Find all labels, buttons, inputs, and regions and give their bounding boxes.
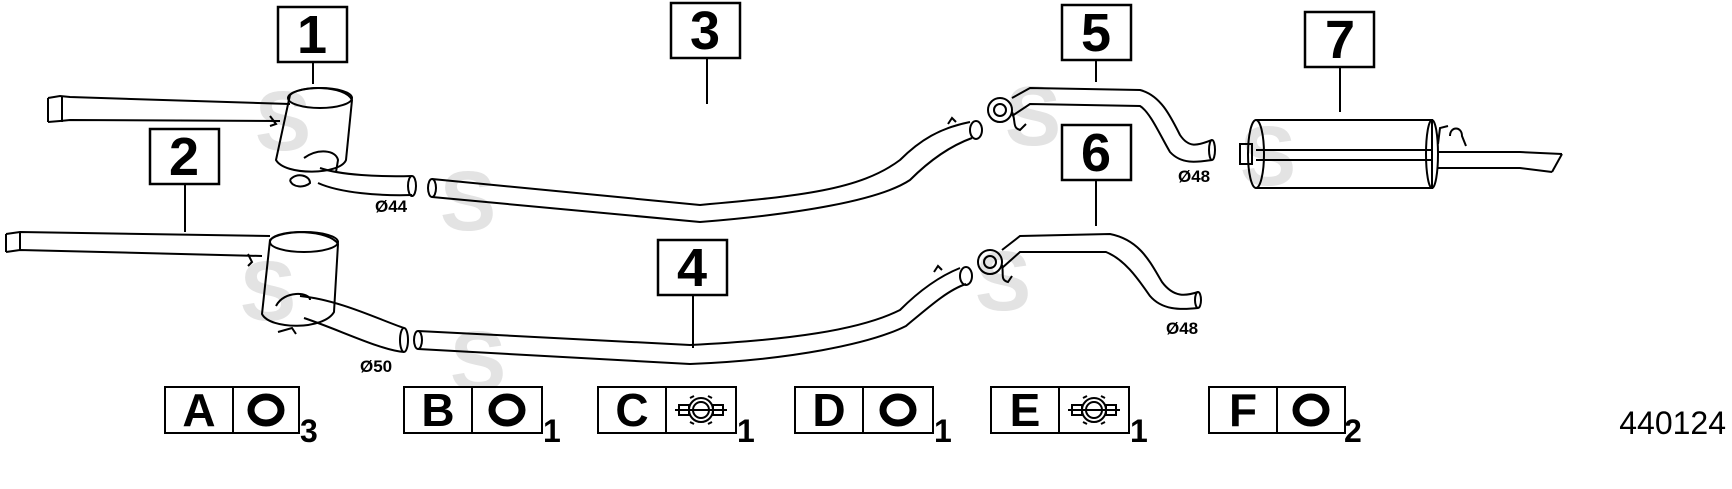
diameter-labels: Ø44 Ø50 Ø48 Ø48 bbox=[360, 167, 1210, 376]
kit-e: E 1 bbox=[990, 384, 1148, 449]
callout-number: 5 bbox=[1081, 3, 1111, 63]
callout-1: 1 bbox=[276, 5, 349, 65]
callout-4: 4 bbox=[656, 238, 729, 298]
kit-b: B 1 bbox=[403, 384, 561, 449]
diameter-label-part-2: Ø50 bbox=[360, 357, 392, 376]
kit-c: C 1 bbox=[597, 384, 755, 449]
kit-letter: F bbox=[1229, 384, 1257, 436]
callout-7: 7 bbox=[1303, 10, 1376, 70]
callout-3: 3 bbox=[669, 1, 742, 61]
kit-letter: E bbox=[1010, 384, 1041, 436]
part-5-rear-pipe bbox=[987, 86, 1216, 163]
part-7-rear-silencer bbox=[1239, 119, 1563, 189]
kit-quantity: 1 bbox=[1130, 413, 1148, 449]
ring-seal-icon bbox=[247, 393, 285, 427]
kit-d: D 1 bbox=[794, 384, 952, 449]
kit-quantity: 3 bbox=[300, 413, 318, 449]
part-2-front-pipe-silencer bbox=[5, 230, 409, 353]
leader-lines bbox=[184, 57, 1341, 348]
callout-number: 2 bbox=[169, 127, 199, 187]
clamp-icon bbox=[1068, 395, 1120, 425]
callout-number: 4 bbox=[677, 238, 707, 298]
ring-seal-icon bbox=[879, 393, 917, 427]
kit-quantity: 2 bbox=[1344, 413, 1362, 449]
callout-2: 2 bbox=[148, 127, 221, 187]
callout-5: 5 bbox=[1060, 3, 1133, 63]
kit-letter: D bbox=[812, 384, 845, 436]
ring-seal-icon bbox=[1292, 393, 1330, 427]
kit-quantity: 1 bbox=[543, 413, 561, 449]
callout-6: 6 bbox=[1060, 123, 1133, 183]
callout-number: 6 bbox=[1081, 123, 1111, 183]
clamp-icon bbox=[675, 395, 727, 425]
part-4-intermediate-pipe bbox=[413, 264, 973, 366]
kit-letter: C bbox=[615, 384, 648, 436]
kit-letter: B bbox=[421, 384, 454, 436]
diameter-label-part-1: Ø44 bbox=[375, 197, 408, 216]
kit-letter: A bbox=[182, 384, 215, 436]
kit-f: F 2 bbox=[1208, 384, 1362, 449]
part-6-rear-pipe bbox=[977, 232, 1202, 310]
callout-number: 3 bbox=[690, 1, 720, 61]
callout-number: 7 bbox=[1325, 10, 1355, 70]
watermarks: S S S S S S S bbox=[240, 69, 1296, 408]
part-3-intermediate-pipe bbox=[427, 116, 983, 224]
kit-quantity: 1 bbox=[934, 413, 952, 449]
diameter-label-part-6: Ø48 bbox=[1166, 319, 1198, 338]
ring-seal-icon bbox=[488, 393, 526, 427]
callout-number: 1 bbox=[297, 5, 327, 65]
kit-a: A 3 bbox=[164, 384, 318, 449]
kit-quantity: 1 bbox=[737, 413, 755, 449]
part-1-front-pipe-silencer bbox=[47, 87, 417, 197]
diameter-label-part-5: Ø48 bbox=[1178, 167, 1210, 186]
drawing-number: 440124 bbox=[1619, 405, 1726, 441]
